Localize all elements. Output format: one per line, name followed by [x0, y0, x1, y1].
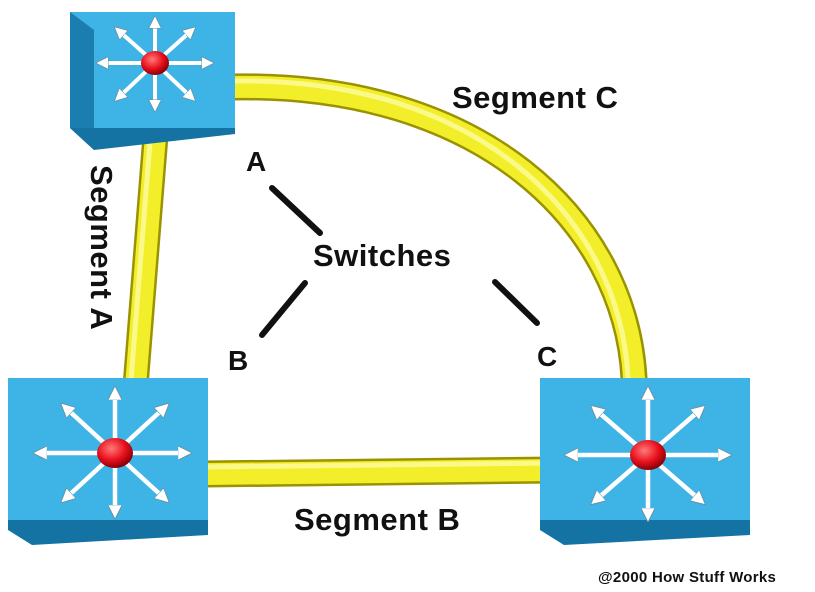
segment-b-cable — [204, 459, 556, 485]
pointer-line-b — [259, 280, 308, 338]
pointer-lines — [259, 185, 540, 338]
switch-c-letter: C — [537, 341, 558, 372]
switch-b-letter: B — [228, 345, 249, 376]
switch-a-letter: A — [246, 146, 267, 177]
switch-c-hub — [630, 440, 666, 470]
segment-a-label: Segment A — [84, 165, 119, 331]
switch-b-hub — [97, 438, 133, 468]
switches-label: Switches — [313, 238, 452, 273]
switch-a-hub — [141, 51, 169, 75]
segment-b-cable-highlight — [204, 460, 556, 470]
switch-c-front — [540, 520, 750, 545]
switch-a-side — [70, 12, 94, 150]
segment-c-cable-highlight — [229, 78, 631, 381]
pointer-line-c — [492, 279, 540, 326]
switch-a — [70, 12, 235, 150]
segment-c-cable — [221, 75, 645, 389]
segment-a-cable-highlight — [128, 139, 153, 383]
segment-c-label: Segment C — [452, 80, 619, 115]
copyright-notice: @2000 How Stuff Works — [598, 569, 777, 586]
switch-c — [540, 378, 750, 545]
switch-b — [8, 378, 208, 545]
switch-a-front — [70, 128, 235, 150]
segment-a-cable — [125, 131, 166, 391]
segment-b-label: Segment B — [294, 502, 461, 537]
cables — [123, 73, 648, 488]
switch-b-front — [8, 520, 208, 545]
pointer-line-a — [269, 185, 323, 236]
